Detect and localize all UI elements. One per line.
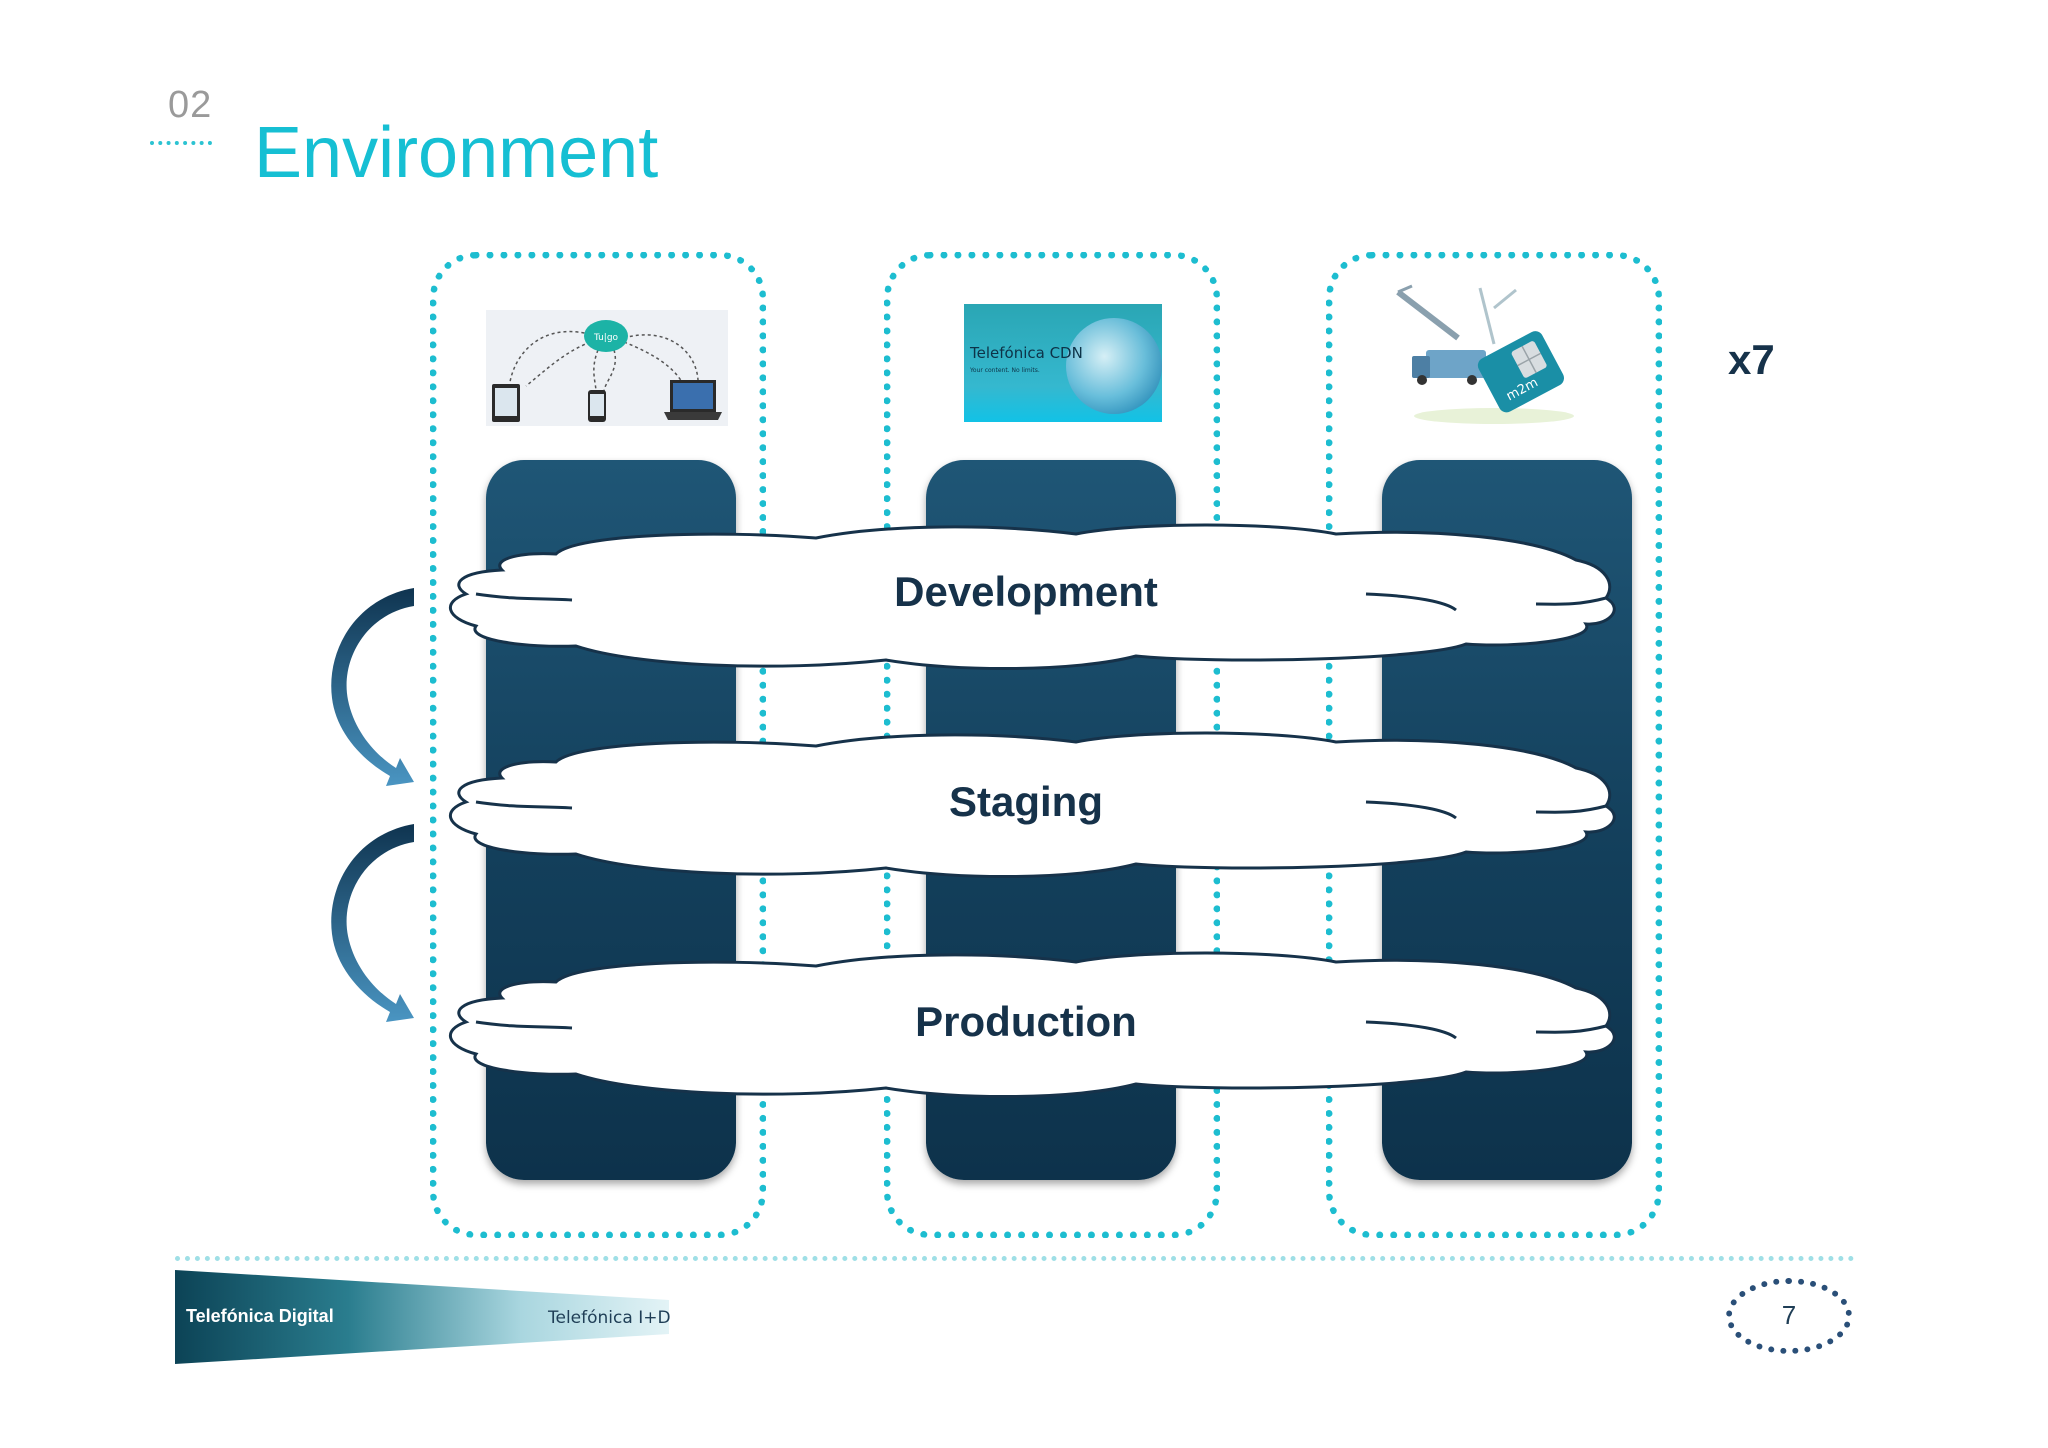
section-number: 02 <box>168 84 213 126</box>
cloud-shape <box>448 523 1616 671</box>
devices-cloud-icon: Tu|go <box>486 310 728 426</box>
environment-cloud-staging: Staging <box>436 722 1616 882</box>
promote-arrow-icon <box>331 588 414 786</box>
tugo-logo-text: Tu|go <box>593 333 619 343</box>
environment-label: Development <box>894 568 1158 615</box>
m2m-thumbnail: m2m <box>1384 284 1580 430</box>
footer-divider <box>175 1256 1855 1261</box>
multiplier-label: x7 <box>1728 336 1775 383</box>
cdn-thumbnail: Telefónica CDN Your content. No limits. <box>964 304 1162 422</box>
page-title: Environment <box>254 113 659 193</box>
cloud-shape <box>448 951 1616 1099</box>
cloud-shape <box>448 731 1616 879</box>
m2m-sim-icon: m2m <box>1396 284 1574 424</box>
environment-cloud-development: Development <box>436 514 1616 674</box>
environment-cloud-production: Production <box>436 942 1616 1102</box>
footer-brand-band <box>175 1270 669 1364</box>
section-divider <box>150 141 212 145</box>
footer-brand-telefonica-id: Telefónica I+D <box>548 1308 671 1328</box>
page-number: 7 <box>1781 1300 1797 1330</box>
cdn-tagline: Your content. No limits. <box>969 367 1040 374</box>
environment-label: Production <box>915 998 1137 1045</box>
footer-brand-telefonica-digital: Telefónica Digital <box>186 1306 334 1326</box>
globe-icon <box>1066 318 1162 414</box>
page-number-badge: 7 <box>1726 1278 1852 1354</box>
tugo-thumbnail: Tu|go <box>486 310 728 426</box>
environment-label: Staging <box>949 778 1103 825</box>
promote-arrow-icon <box>331 824 414 1022</box>
cdn-logo-text: Telefónica CDN <box>969 344 1083 362</box>
